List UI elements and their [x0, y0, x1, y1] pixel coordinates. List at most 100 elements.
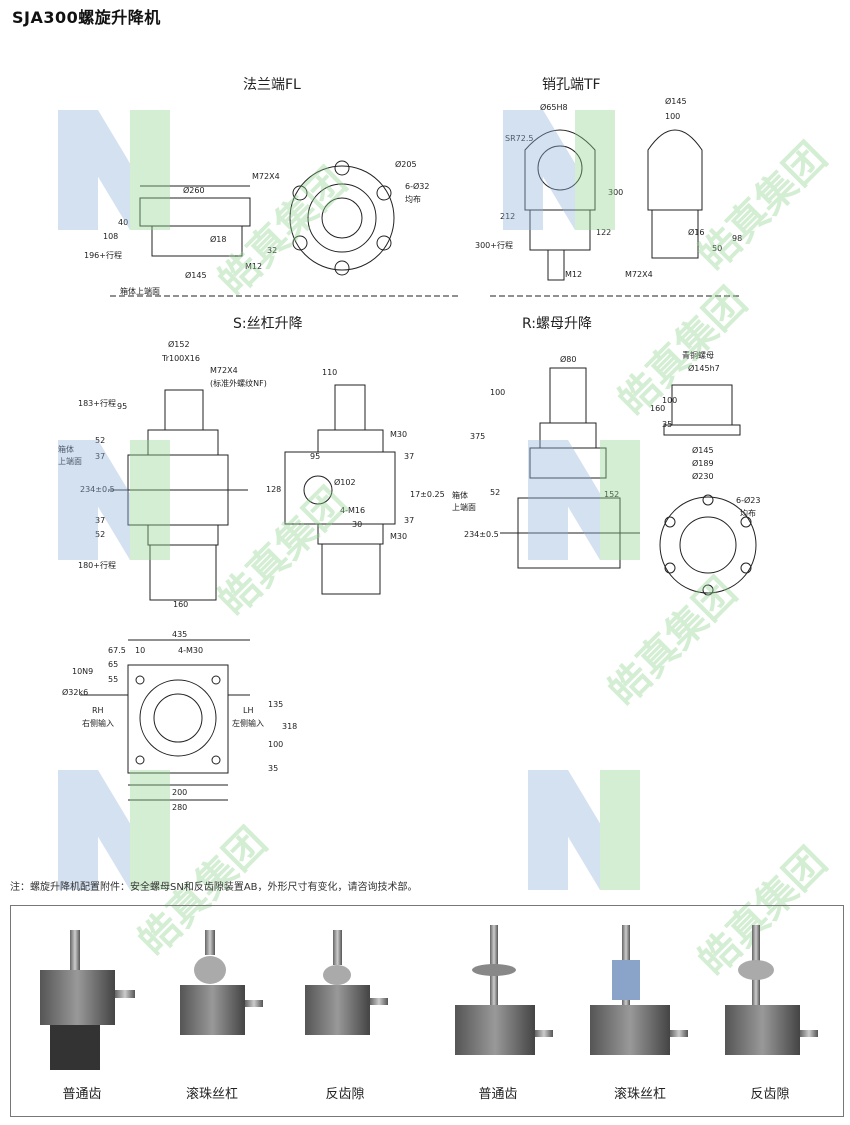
dim-r: 上端面 — [452, 503, 476, 512]
dim-r: 100 — [662, 396, 678, 405]
dim-s: 52 — [95, 436, 106, 445]
photo-standard-screw-1 — [40, 930, 135, 1070]
dim-s: 30 — [352, 520, 363, 529]
dim-bottom: 435 — [172, 630, 188, 639]
dim-fl: 108 — [103, 232, 119, 241]
dim-fl: 6-Ø32 — [405, 182, 430, 191]
dim-bottom: 右侧输入 — [82, 719, 114, 728]
dim-s: Tr100X16 — [162, 354, 200, 363]
dim-r: Ø230 — [692, 472, 714, 481]
page-title: SJA300螺旋升降机 — [12, 8, 161, 27]
dim-bottom: 135 — [268, 700, 284, 709]
dim-bottom: 35 — [268, 764, 279, 773]
dim-s: M30 — [390, 430, 408, 439]
dim-s: 37 — [404, 452, 415, 461]
dim-s: (标准外螺纹NF) — [210, 379, 267, 388]
dim-s: 160 — [173, 600, 189, 609]
dim-tf: M12 — [565, 270, 583, 279]
dim-bottom: 200 — [172, 788, 188, 797]
photo-caption: 普通齿 — [62, 1087, 102, 1102]
dim-fl: 32 — [267, 246, 278, 255]
dim-tf: Ø65H8 — [540, 103, 568, 112]
dim-r: 6-Ø23 — [736, 496, 761, 505]
dim-bottom: 10N9 — [72, 667, 94, 676]
dim-s: 37 — [404, 516, 415, 525]
dim-fl: 均布 — [405, 195, 421, 204]
dim-s: 110 — [322, 368, 338, 377]
footnote: 注：螺旋升降机配置附件：安全螺母SN和反齿隙装置AB，外形尺寸有变化，请咨询技术… — [10, 882, 418, 893]
dim-bottom: LH — [243, 706, 254, 715]
photo-caption: 普通齿 — [478, 1087, 518, 1102]
dim-r: Ø80 — [560, 355, 577, 364]
dim-r: 青铜螺母 — [682, 351, 714, 360]
dim-tf: 300+行程 — [475, 241, 513, 250]
section-title-s: S:丝杠升降 — [233, 316, 303, 332]
photo-ball-screw-1 — [180, 930, 263, 1035]
dim-tf: 300 — [608, 188, 624, 197]
photo-caption: 滚珠丝杠 — [613, 1087, 666, 1102]
dim-fl: M12 — [245, 262, 263, 271]
photo-caption: 反齿隙 — [325, 1087, 365, 1102]
photo-anti-backlash-2 — [725, 925, 818, 1055]
dim-r: 均布 — [740, 509, 756, 518]
dim-bottom: 65 — [108, 660, 119, 669]
dim-r: 52 — [490, 488, 501, 497]
photo-standard-screw-2 — [455, 925, 553, 1055]
dim-r: 152 — [604, 490, 619, 499]
dim-s: 37 — [95, 516, 106, 525]
dim-bottom: RH — [92, 706, 104, 715]
section-title-fl: 法兰端FL — [243, 77, 301, 93]
dim-r: Ø145 — [692, 446, 714, 455]
dim-tf: Ø16 — [688, 228, 705, 237]
dim-bottom: Ø32k6 — [62, 688, 89, 697]
dim-r: 100 — [490, 388, 506, 397]
dim-s: 95 — [117, 402, 128, 411]
dim-tf: 100 — [665, 112, 681, 121]
dim-fl: Ø18 — [210, 235, 227, 244]
dim-bottom: 10 — [135, 646, 146, 655]
photo-caption: 反齿隙 — [750, 1087, 790, 1102]
dim-bottom: 55 — [108, 675, 119, 684]
dim-s: M30 — [390, 532, 408, 541]
dim-s: 183+行程 — [78, 399, 116, 408]
dim-s: 上端面 — [58, 456, 82, 467]
dim-r: 234±0.5 — [464, 530, 499, 539]
dim-s: 128 — [266, 485, 282, 494]
dim-r: 375 — [470, 432, 486, 441]
photo-ball-screw-2 — [590, 925, 688, 1055]
dim-fl: 箱体上端面 — [120, 287, 160, 296]
dim-fl: 196+行程 — [84, 251, 122, 260]
dim-fl: Ø145 — [185, 271, 207, 280]
dim-bottom: 280 — [172, 803, 188, 812]
photo-caption: 滚珠丝杠 — [185, 1087, 238, 1102]
dim-r: 35 — [662, 420, 673, 429]
dim-r: Ø189 — [692, 459, 714, 468]
dim-s: M72X4 — [210, 366, 238, 375]
dim-s: 17±0.25 — [410, 490, 445, 499]
dim-s: Ø102 — [334, 478, 356, 487]
dim-fl: 40 — [118, 218, 129, 227]
dim-s: 箱体 — [58, 444, 74, 455]
section-title-tf: 销孔端TF — [542, 77, 601, 93]
dim-fl: M72X4 — [252, 172, 280, 181]
dim-fl: Ø205 — [395, 160, 417, 169]
dim-s: 4-M16 — [340, 506, 366, 515]
dim-s: Ø152 — [168, 340, 190, 349]
dim-bottom: 4-M30 — [178, 646, 204, 655]
dim-tf: Ø145 — [665, 97, 687, 106]
dim-tf: 50 — [712, 244, 723, 253]
dim-s: 234±0.5 — [80, 485, 115, 494]
dim-tf: M72X4 — [625, 270, 653, 279]
dim-tf: SR72.5 — [505, 134, 533, 143]
section-title-r: R:螺母升降 — [522, 316, 593, 332]
dim-tf: 212 — [500, 212, 515, 221]
product-photos-panel — [10, 905, 844, 1117]
dim-r: Ø145h7 — [688, 364, 720, 373]
dim-fl: Ø260 — [183, 186, 205, 195]
photo-anti-backlash-1 — [305, 930, 388, 1035]
dim-r: 160 — [650, 404, 666, 413]
dim-s: 52 — [95, 530, 106, 539]
dim-tf: 122 — [596, 228, 612, 237]
